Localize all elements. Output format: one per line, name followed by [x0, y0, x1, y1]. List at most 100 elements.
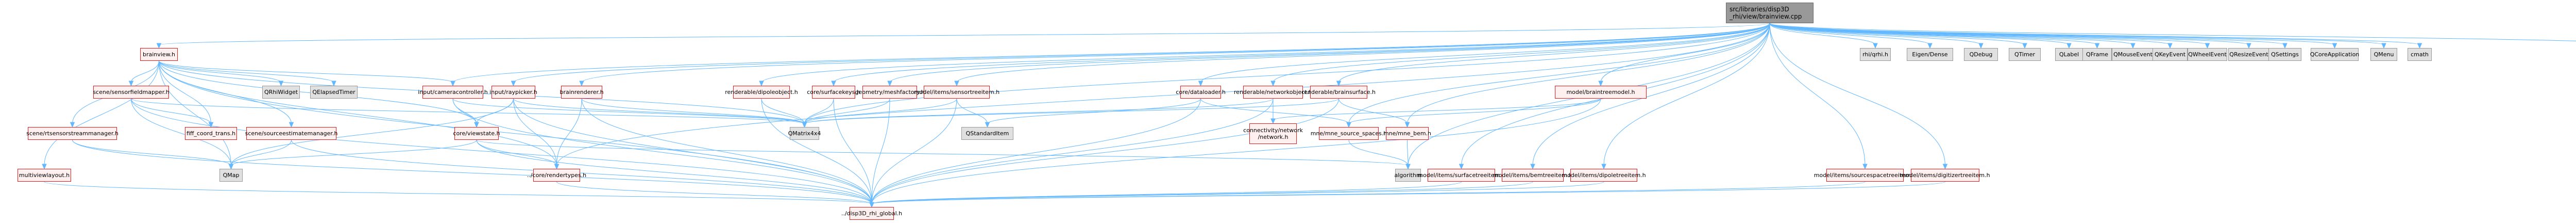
edge-cameracontroller-to-disp3dglobal	[452, 98, 872, 204]
arrowhead-brainview_h-to-sourceestimate	[289, 122, 294, 128]
node-qtimer[interactable]: QTimer	[2009, 48, 2041, 61]
edge-raypicker-to-qmap	[231, 98, 514, 166]
edge-viewstate-to-rendertypes	[476, 139, 557, 166]
node-qdebug[interactable]: QDebug	[1964, 48, 1998, 61]
arrowhead-root-to-surfacekeys	[831, 81, 836, 87]
edge-root-to-mnebem	[1407, 23, 1770, 124]
edge-root-to-sensortreeitem	[956, 23, 1770, 83]
node-root[interactable]: src/libraries/disp3D _rhi/view/brainview…	[1726, 3, 1814, 23]
edge-root-to-dipoletreeitem	[1603, 23, 1770, 166]
node-brainsurface[interactable]: renderable/brainsurface.h	[1302, 86, 1376, 99]
arrowhead-brainview_h-to-rtsensorstream	[70, 122, 75, 128]
arrowhead-viewstate-to-rendertypes	[554, 164, 560, 170]
edge-root-to-meshfactory	[889, 23, 1770, 83]
edge-brainsurface-to-qmatrix4x4	[804, 98, 1339, 124]
arrowhead-sensorfieldmapper-to-fiffcoordtrans	[208, 122, 214, 128]
arrowhead-root-to-qsettings	[2282, 43, 2287, 49]
arrowhead-brainview_h-to-cameracontroller	[450, 81, 455, 87]
node-qmap[interactable]: QMap	[219, 169, 243, 182]
arrowhead-root-to-braintreemodel	[1598, 81, 1603, 87]
node-dataloader[interactable]: core/dataloader.h	[1176, 86, 1226, 99]
edge-root-to-bemtreeitem	[1532, 23, 1770, 166]
arrowhead-root-to-qtimer	[2022, 43, 2027, 49]
node-qelapsedtimer[interactable]: QElapsedTimer	[310, 86, 358, 99]
edge-sourceestimate-to-qmap	[231, 139, 292, 166]
node-sourcespacetreeitem[interactable]: model/items/sourcespacetreeitem.h	[1814, 169, 1916, 182]
edge-root-to-sourcespacetreeitem	[1769, 23, 1866, 166]
node-dipoleobject[interactable]: renderable/dipoleobject.h	[725, 86, 798, 99]
node-multiviewlayout[interactable]: multiviewlayout.h	[18, 169, 71, 182]
edge-dipoletreeitem-to-disp3dglobal	[871, 181, 1604, 204]
node-qresizeevent[interactable]: QResizeEvent	[2228, 48, 2269, 61]
node-mnesourcespaces[interactable]: mne/mne_source_spaces.h	[1311, 127, 1387, 140]
node-eigendense[interactable]: Eigen/Dense	[1907, 48, 1953, 61]
node-brainview-h[interactable]: brainview.h	[140, 48, 178, 61]
node-qlabel[interactable]: QLabel	[2055, 48, 2083, 61]
edge-root-to-dataloader	[1200, 23, 1770, 83]
arrowhead-brainview_h-to-qrhiwidget	[278, 81, 284, 87]
node-qmouseevent[interactable]: QMouseEvent	[2112, 48, 2154, 61]
node-cmath[interactable]: cmath	[2408, 48, 2432, 61]
edge-raypicker-to-qmatrix4x4	[513, 98, 805, 124]
arrowhead-root-to-brainrenderer	[579, 81, 584, 87]
edge-sourcespacetreeitem-to-disp3dglobal	[871, 181, 1866, 204]
node-braintreemodel[interactable]: model/braintreemodel.h	[1555, 86, 1647, 99]
node-viewstate[interactable]: core/viewstate.h	[453, 127, 500, 140]
node-networkobject[interactable]: renderable/networkobject.h	[1234, 86, 1312, 99]
edge-root-to-cmath	[1769, 23, 2420, 45]
edge-meshfactory-to-qmatrix4x4	[804, 98, 890, 124]
edge-braintreemodel-to-network	[1273, 98, 1601, 121]
node-qsettings[interactable]: QSettings	[2268, 48, 2301, 61]
node-qmenu[interactable]: QMenu	[2370, 48, 2397, 61]
node-sensortreeitem[interactable]: model/items/sensortreeitem.h	[914, 86, 999, 99]
node-rendertypes[interactable]: ../core/rendertypes.h	[527, 169, 586, 182]
node-fiffcoordtrans[interactable]: fiff_coord_trans.h	[185, 127, 237, 140]
node-brainrenderer[interactable]: brainrenderer.h	[560, 86, 604, 99]
arrowhead-root-to-surfacetreeitem	[1459, 164, 1464, 170]
node-surfacekeys[interactable]: core/surfacekeys.h	[807, 86, 860, 99]
edge-rtsensorstream-to-disp3dglobal	[72, 139, 872, 204]
node-qstandarditem[interactable]: QStandardItem	[961, 127, 1013, 140]
node-qkeyevent[interactable]: QKeyEvent	[2153, 48, 2188, 61]
node-disp3dglobal[interactable]: ../disp3D_rhi_global.h	[841, 207, 902, 220]
node-qrhi[interactable]: rhi/qrhi.h	[1860, 48, 1891, 61]
node-bemtreeitem[interactable]: model/items/bemtreeitem.h	[1493, 169, 1572, 182]
node-digitizertreeitem[interactable]: model/items/digitizertreeitem.h	[1900, 169, 1990, 182]
node-meshfactory[interactable]: geometry/meshfactory.h	[855, 86, 924, 99]
edge-viewstate-to-algorithm	[476, 139, 1409, 166]
arrowhead-root-to-qwheelevent	[2205, 43, 2210, 49]
edge-brainview_h-to-qrhiwidget	[159, 60, 281, 83]
node-sensorfieldmapper[interactable]: scene/sensorfieldmapper.h	[93, 86, 170, 99]
edge-viewstate-to-qmap	[231, 139, 477, 166]
node-algorithm[interactable]: algorithm	[1394, 169, 1422, 182]
node-qcoreapplication[interactable]: QCoreApplication	[2310, 48, 2359, 61]
node-network[interactable]: connectivity/network /network.h	[1243, 123, 1303, 144]
arrowhead-root-to-meshfactory	[887, 81, 892, 87]
node-raypicker[interactable]: input/raypicker.h	[489, 86, 537, 99]
node-surfacetreeitem[interactable]: model/items/surfacetreeitem.h	[1417, 169, 1505, 182]
node-qmatrix4x4[interactable]: QMatrix4x4	[788, 127, 821, 140]
arrowhead-root-to-eigendense	[1927, 43, 1933, 49]
arrowhead-root-to-qmenu	[2381, 43, 2386, 49]
edge-networkobject-to-qmatrix4x4	[804, 98, 1274, 124]
arrowhead-root-to-qkeyevent	[2167, 43, 2173, 49]
node-qwheelevent[interactable]: QWheelEvent	[2188, 48, 2227, 61]
node-qframe[interactable]: QFrame	[2082, 48, 2112, 61]
edge-cameracontroller-to-qmatrix4x4	[452, 98, 805, 124]
edge-digitizertreeitem-to-disp3dglobal	[871, 181, 1945, 204]
edge-root-to-fiffevokedset	[1769, 23, 2576, 41]
node-mnebem[interactable]: mne/mne_bem.h	[1383, 127, 1431, 140]
node-sourceestimate[interactable]: scene/sourceestimatemanager.h	[245, 127, 337, 140]
edge-raypicker-to-disp3dglobal	[513, 98, 872, 204]
edge-braintreemodel-to-mnesourcespaces	[1348, 98, 1601, 124]
edge-root-to-qdebug	[1769, 23, 1981, 45]
node-rtsensorstream[interactable]: scene/rtsensorstreammanager.h	[26, 127, 118, 140]
arrowhead-brainview_h-to-sensorfieldmapper	[128, 81, 134, 87]
edge-brainrenderer-to-qmatrix4x4	[581, 98, 805, 124]
node-qrhiwidget[interactable]: QRhiWidget	[262, 86, 300, 99]
edge-sourceestimate-to-disp3dglobal	[291, 139, 872, 204]
node-dipoletreeitem[interactable]: model/items/dipoletreeitem.h	[1562, 169, 1646, 182]
edge-sensortreeitem-to-qmatrix4x4	[804, 98, 957, 124]
edge-dataloader-to-mnesourcespaces	[1200, 98, 1349, 124]
node-cameracontroller[interactable]: input/cameracontroller.h	[418, 86, 488, 99]
